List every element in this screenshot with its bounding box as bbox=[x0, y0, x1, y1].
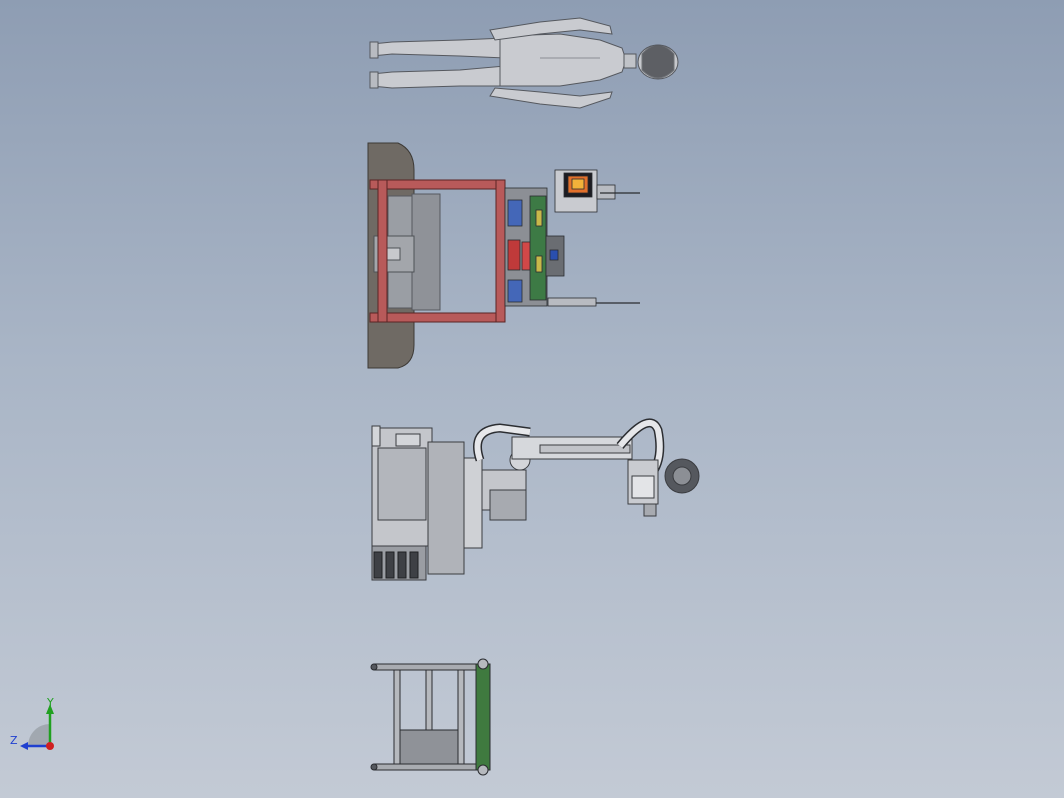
z-axis-label: Z bbox=[10, 734, 18, 747]
robot-arm-side-view[interactable] bbox=[371, 418, 700, 581]
machine-frame bbox=[369, 179, 506, 323]
y-axis-label: Y bbox=[47, 696, 54, 709]
human-figure-icon[interactable] bbox=[369, 17, 679, 109]
rack-green-rail bbox=[475, 663, 491, 771]
machine-mechanism bbox=[504, 187, 565, 307]
machine-plate bbox=[411, 193, 441, 311]
machine-top-view[interactable] bbox=[367, 142, 640, 369]
x-axis-dot bbox=[46, 742, 54, 750]
control-panel bbox=[554, 169, 616, 213]
cable-chain bbox=[373, 551, 419, 579]
axis-triad bbox=[20, 704, 54, 750]
triad-quarter-disc bbox=[28, 724, 50, 746]
rack-frame-view[interactable] bbox=[370, 658, 491, 776]
